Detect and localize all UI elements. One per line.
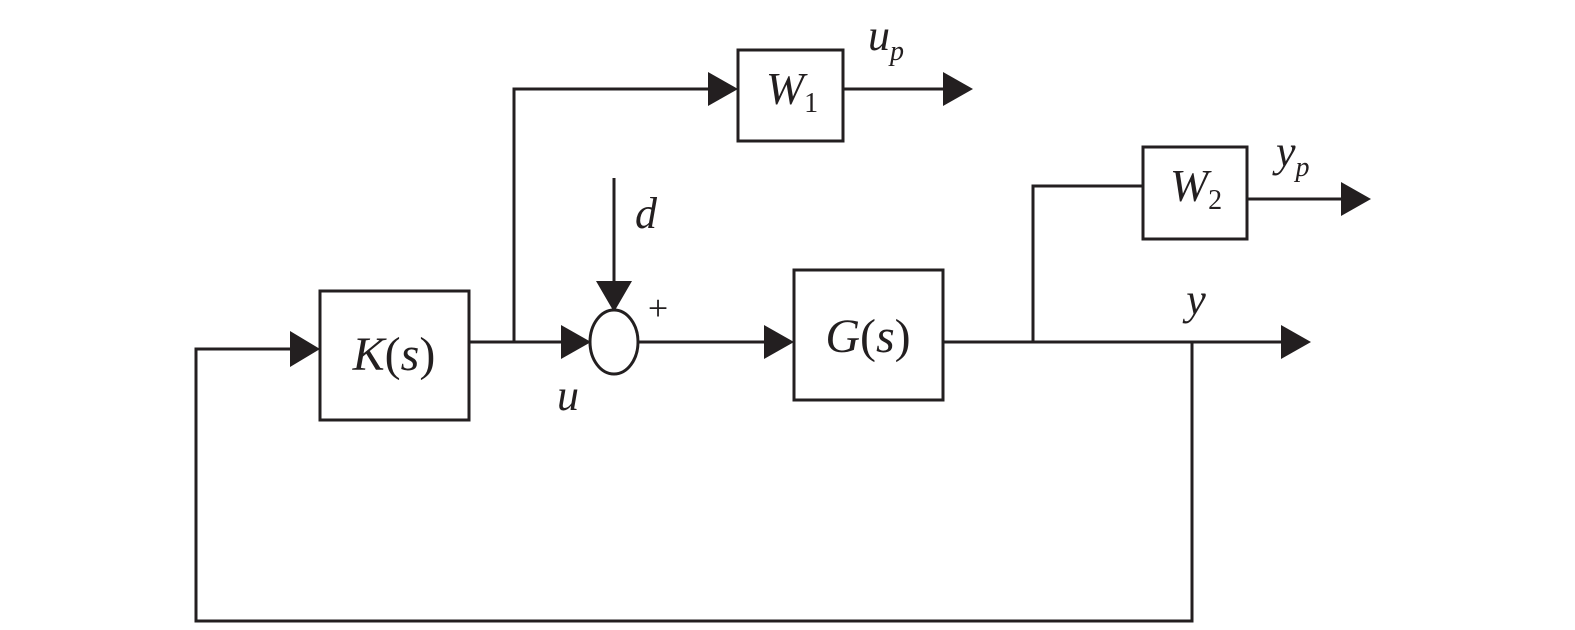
up-output-arrow	[943, 72, 973, 106]
feedback-wire	[194, 342, 1194, 623]
w2-branch-wire	[1031, 184, 1143, 342]
summing-junction: +	[588, 288, 668, 376]
g-block-box	[792, 268, 945, 402]
w2-block-label: W2	[1170, 160, 1222, 216]
w1-input-arrow	[708, 72, 738, 106]
w1-branch-wire	[512, 87, 710, 342]
block-w2: W2	[1141, 145, 1249, 241]
w1-block-box	[736, 48, 845, 143]
plus-sign: +	[648, 288, 668, 328]
arrowheads	[290, 72, 1371, 367]
g-block-label: G(s)	[825, 310, 910, 363]
w1-block-label: W1	[766, 63, 818, 119]
k-block-box	[318, 289, 471, 422]
signal-yp-label: yp	[1272, 127, 1310, 183]
signal-d-label: d	[635, 189, 658, 238]
block-w1: W1	[736, 48, 845, 143]
k-block-label: K(s)	[352, 328, 436, 381]
wires	[194, 87, 1343, 623]
w2-block-box	[1141, 145, 1249, 241]
g-input-arrow	[764, 325, 794, 359]
block-k: K(s)	[318, 289, 471, 422]
y-output-arrow	[1281, 325, 1311, 359]
d-input-arrow	[596, 281, 632, 312]
signal-u-label: u	[557, 371, 579, 420]
sum-input-arrow	[561, 325, 591, 359]
signal-y-label: y	[1182, 275, 1206, 324]
signal-up-label: up	[868, 11, 904, 67]
block-g: G(s)	[792, 268, 945, 402]
k-input-arrow	[290, 331, 320, 367]
yp-output-arrow	[1341, 182, 1371, 216]
summing-junction-circle	[588, 308, 640, 376]
